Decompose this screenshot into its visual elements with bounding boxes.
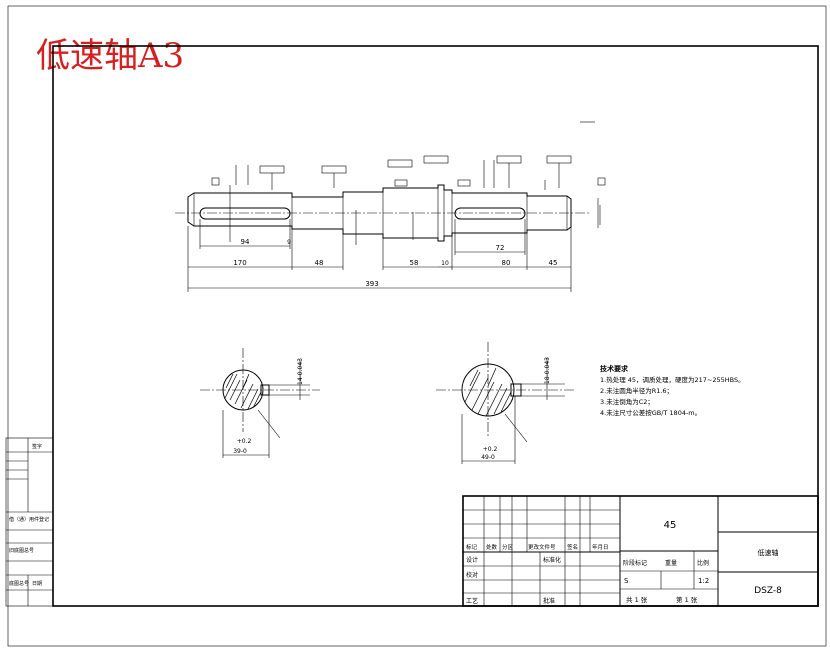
section-view-2: 49-0 +0.2 18-0.043 <box>436 342 575 464</box>
strip-label-e: 日期 <box>32 581 42 587</box>
section-1-tolerance: +0.2 <box>237 438 252 445</box>
dim-48: 48 <box>315 259 324 267</box>
sheets-total: 共 1 张 <box>626 595 648 604</box>
section-2-keywidth: 18-0.043 <box>544 357 551 384</box>
tech-req-item-1: 1.热处理 45，调质处理，硬度为217~255HBS。 <box>600 375 745 384</box>
strip-label-c: 底图总号 <box>9 580 29 587</box>
part-name: 低速轴 <box>758 548 779 557</box>
keyway-right <box>454 207 526 220</box>
stage-header-scale: 比例 <box>697 559 709 567</box>
scale-value: 1:2 <box>698 577 709 585</box>
dim-45: 45 <box>549 259 558 267</box>
strip-label-d: 签字 <box>32 443 42 450</box>
section-view-1: 39-0 +0.2 14-0.043 <box>200 348 320 458</box>
drawing-title: 低速轴A3 <box>36 36 185 76</box>
dim-58: 58 <box>410 259 419 267</box>
rev-header-mark: 标记 <box>466 543 478 551</box>
drawing-number: DSZ-8 <box>754 586 782 596</box>
title-block: 标记 处数 分区 更改文件号 签名 年月日 设计 校对 工艺 标准化 批准 45… <box>462 495 819 607</box>
dim-170: 170 <box>233 259 246 267</box>
section-1-width: 39-0 <box>233 448 247 455</box>
outer-border <box>7 5 827 647</box>
strip-label-a: 借（通）用件登记 <box>9 516 49 523</box>
rev-header-date: 年月日 <box>592 543 609 551</box>
dim-10: 10 <box>441 260 449 267</box>
section-1-keywidth: 14-0.043 <box>297 358 304 385</box>
approve-label: 批准 <box>543 597 555 605</box>
tech-req-heading: 技术要求 <box>600 364 629 373</box>
drawing-frame <box>52 45 819 607</box>
stage-header-weight: 重量 <box>665 559 677 567</box>
technical-requirements: 技术要求 1.热处理 45，调质处理，硬度为217~255HBS。 2.未注圆角… <box>600 364 745 417</box>
section-2-width: 49-0 <box>481 454 495 461</box>
dim-80: 80 <box>502 259 511 267</box>
dim-overall: 393 <box>365 280 378 288</box>
left-binding-strip: 借（通）用件登记 旧底图总号 底图总号 签字 日期 <box>5 437 54 607</box>
shaft-main-view: 393 170 48 58 10 80 45 94 9 72 <box>175 121 606 292</box>
dim-key2-length: 72 <box>496 244 505 252</box>
rev-header-zone: 分区 <box>502 543 514 551</box>
role-design: 设计 <box>466 556 478 564</box>
standardization-label: 标准化 <box>543 556 561 564</box>
dim-key1-length: 94 <box>241 238 250 246</box>
tech-req-item-2: 2.未注圆角半径为R1.6； <box>600 386 673 395</box>
keyway-left <box>199 207 291 220</box>
rev-header-sign: 签名 <box>567 543 578 551</box>
stage-header-stage: 阶段标记 <box>623 559 647 567</box>
section-2-tolerance: +0.2 <box>483 446 498 453</box>
role-process: 工艺 <box>466 597 478 605</box>
tech-req-item-3: 3.未注倒角为C2； <box>600 397 654 406</box>
rev-header-count: 处数 <box>486 543 498 551</box>
material-value: 45 <box>664 520 677 531</box>
stage-mark-value: S <box>624 577 629 585</box>
rev-header-doc: 更改文件号 <box>528 543 556 551</box>
dim-key1-offset: 9 <box>287 239 291 246</box>
strip-label-b: 旧底图总号 <box>9 547 34 554</box>
sheet-number: 第 1 张 <box>676 595 698 604</box>
tech-req-item-4: 4.未注尺寸公差按GB/T 1804-m。 <box>600 408 701 417</box>
role-check: 校对 <box>466 571 478 579</box>
